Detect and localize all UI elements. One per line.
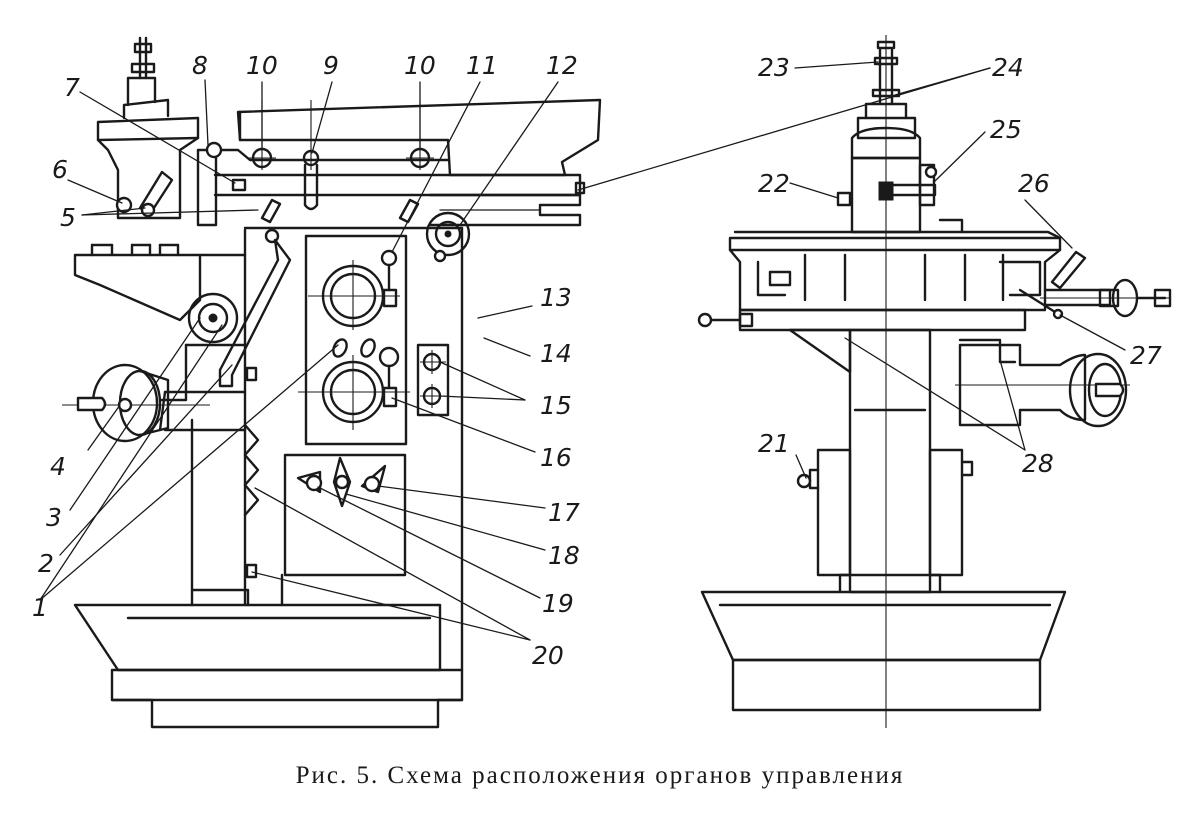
callout-10-left: 10 bbox=[246, 51, 278, 80]
front-view bbox=[697, 35, 1172, 728]
callout-2: 2 bbox=[38, 549, 54, 578]
callout-numbers: 1 2 3 4 5 6 7 8 9 10 10 11 12 13 14 15 1… bbox=[32, 51, 1162, 670]
callout-8: 8 bbox=[192, 51, 208, 80]
callout-27: 27 bbox=[1130, 341, 1162, 370]
callout-15: 15 bbox=[540, 391, 572, 420]
callout-12: 12 bbox=[546, 51, 578, 80]
callout-22: 22 bbox=[758, 169, 790, 198]
callout-20: 20 bbox=[532, 641, 564, 670]
callout-18: 18 bbox=[548, 541, 580, 570]
callout-17: 17 bbox=[548, 498, 580, 527]
callout-11: 11 bbox=[466, 51, 498, 80]
base-left bbox=[73, 603, 464, 729]
callout-10-right: 10 bbox=[404, 51, 436, 80]
callout-3: 3 bbox=[46, 503, 62, 532]
callout-1: 1 bbox=[32, 593, 48, 622]
callout-7: 7 bbox=[64, 73, 80, 102]
callout-9: 9 bbox=[323, 51, 339, 80]
knee-left bbox=[62, 243, 247, 443]
callout-14: 14 bbox=[540, 339, 572, 368]
callout-23: 23 bbox=[758, 53, 790, 82]
callout-26: 26 bbox=[1018, 169, 1050, 198]
side-view bbox=[62, 36, 602, 729]
callout-6: 6 bbox=[52, 155, 68, 184]
spindle-head-left bbox=[96, 36, 247, 227]
callout-5: 5 bbox=[60, 203, 76, 232]
callout-24: 24 bbox=[992, 53, 1024, 82]
callout-28: 28 bbox=[1022, 449, 1054, 478]
callout-19: 19 bbox=[542, 589, 574, 618]
column-body bbox=[190, 226, 464, 672]
callout-4: 4 bbox=[50, 452, 66, 481]
table-left bbox=[213, 98, 602, 388]
callout-25: 25 bbox=[990, 115, 1022, 144]
callout-21: 21 bbox=[758, 429, 790, 458]
callout-16: 16 bbox=[540, 443, 572, 472]
leader-lines bbox=[39, 61, 1126, 641]
figure-caption: Рис. 5. Схема расположения органов управ… bbox=[295, 762, 905, 789]
callout-13: 13 bbox=[540, 283, 572, 312]
